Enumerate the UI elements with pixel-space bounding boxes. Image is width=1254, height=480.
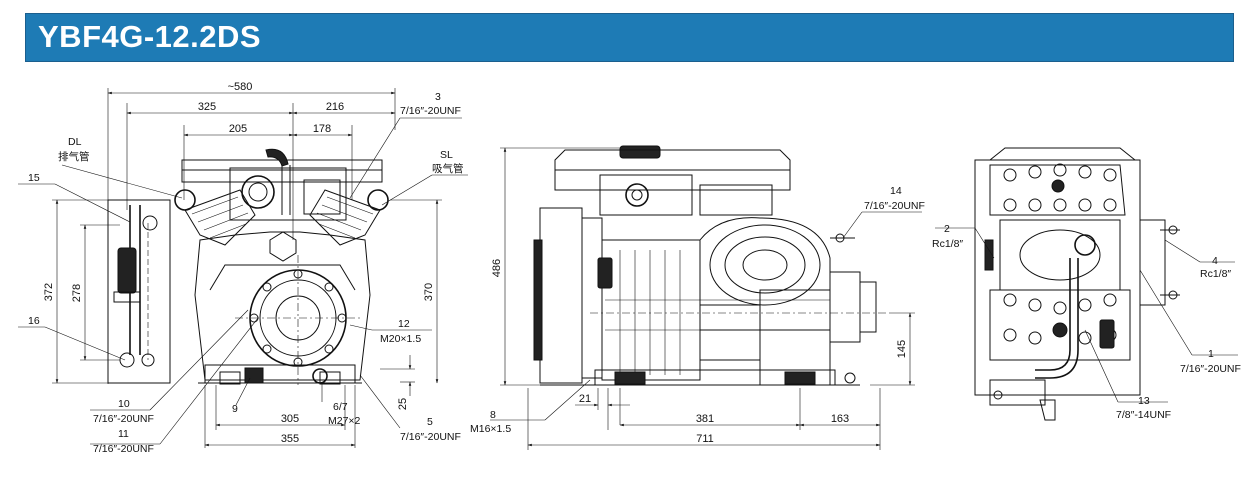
label-6-7-spec: M27×2 bbox=[328, 415, 361, 427]
dim-overall-width: ~580 bbox=[228, 81, 253, 93]
dim-178: 178 bbox=[313, 123, 331, 135]
label-14: 14 bbox=[890, 185, 902, 197]
label-3: 3 bbox=[435, 91, 441, 103]
label-3-spec: 7/16″-20UNF bbox=[400, 105, 461, 117]
side-compressor-body bbox=[533, 145, 890, 386]
label-11: 11 bbox=[118, 428, 129, 440]
dim-163: 163 bbox=[831, 413, 849, 425]
title-bar: YBF4G-12.2DS bbox=[25, 13, 1234, 62]
label-4: 4 bbox=[1212, 255, 1218, 267]
dim-21: 21 bbox=[579, 393, 591, 405]
label-10: 10 bbox=[118, 398, 130, 410]
dim-145: 145 bbox=[896, 340, 908, 358]
label-2-spec: Rc1/8″ bbox=[932, 238, 963, 250]
dim-25: 25 bbox=[397, 398, 409, 410]
dim-355: 355 bbox=[281, 433, 299, 445]
front-extension-lines bbox=[52, 88, 442, 448]
label-12: 12 bbox=[398, 318, 410, 330]
dim-486: 486 bbox=[491, 259, 503, 277]
front-compressor-body bbox=[107, 148, 389, 385]
label-dl: DL bbox=[68, 136, 82, 148]
dim-278: 278 bbox=[71, 284, 83, 302]
side-extension-lines bbox=[500, 147, 915, 450]
top-compressor-body bbox=[974, 147, 1180, 421]
label-13: 13 bbox=[1138, 395, 1150, 407]
label-4-spec: Rc1/8″ bbox=[1200, 268, 1231, 280]
label-sl: SL bbox=[440, 149, 453, 161]
label-2: 2 bbox=[944, 223, 950, 235]
side-dimension-lines bbox=[503, 147, 912, 447]
label-11-spec: 7/16″-20UNF bbox=[93, 443, 154, 455]
label-12-spec: M20×1.5 bbox=[380, 333, 421, 345]
dim-372: 372 bbox=[43, 283, 55, 301]
label-5: 5 bbox=[427, 416, 433, 428]
label-1-spec: 7/16″-20UNF bbox=[1180, 363, 1241, 375]
label-5-spec: 7/16″-20UNF bbox=[400, 431, 461, 443]
top-leader-lines bbox=[935, 227, 1238, 403]
label-1: 1 bbox=[1208, 348, 1214, 360]
top-view: 2 Rc1/8″ 4 Rc1/8″ 1 7/16″-20UNF 13 7/8″-… bbox=[932, 147, 1241, 421]
label-dl-cn: 排气管 bbox=[58, 150, 90, 163]
front-view: ~580 325 216 205 178 372 278 370 305 355… bbox=[18, 81, 468, 455]
dim-216: 216 bbox=[326, 101, 344, 113]
front-dimension-lines bbox=[55, 91, 439, 447]
side-leader-lines bbox=[490, 211, 922, 421]
label-10-spec: 7/16″-20UNF bbox=[93, 413, 154, 425]
model-title: YBF4G-12.2DS bbox=[38, 19, 262, 54]
label-6-7: 6/7 bbox=[333, 401, 348, 413]
label-8: 8 bbox=[490, 409, 496, 421]
dim-370: 370 bbox=[423, 283, 435, 301]
label-9: 9 bbox=[232, 403, 238, 415]
front-leader-lines bbox=[18, 117, 468, 445]
dim-381: 381 bbox=[696, 413, 714, 425]
dim-305: 305 bbox=[281, 413, 299, 425]
dim-711: 711 bbox=[696, 433, 714, 445]
label-13-spec: 7/8″-14UNF bbox=[1116, 409, 1171, 421]
label-16: 16 bbox=[28, 315, 40, 327]
dim-325: 325 bbox=[198, 101, 216, 113]
label-8-spec: M16×1.5 bbox=[470, 423, 511, 435]
label-14-spec: 7/16″-20UNF bbox=[864, 200, 925, 212]
label-15: 15 bbox=[28, 172, 40, 184]
dim-205: 205 bbox=[229, 123, 247, 135]
side-view: 486 145 21 381 163 711 bbox=[470, 145, 925, 450]
label-sl-cn: 吸气管 bbox=[432, 162, 464, 175]
